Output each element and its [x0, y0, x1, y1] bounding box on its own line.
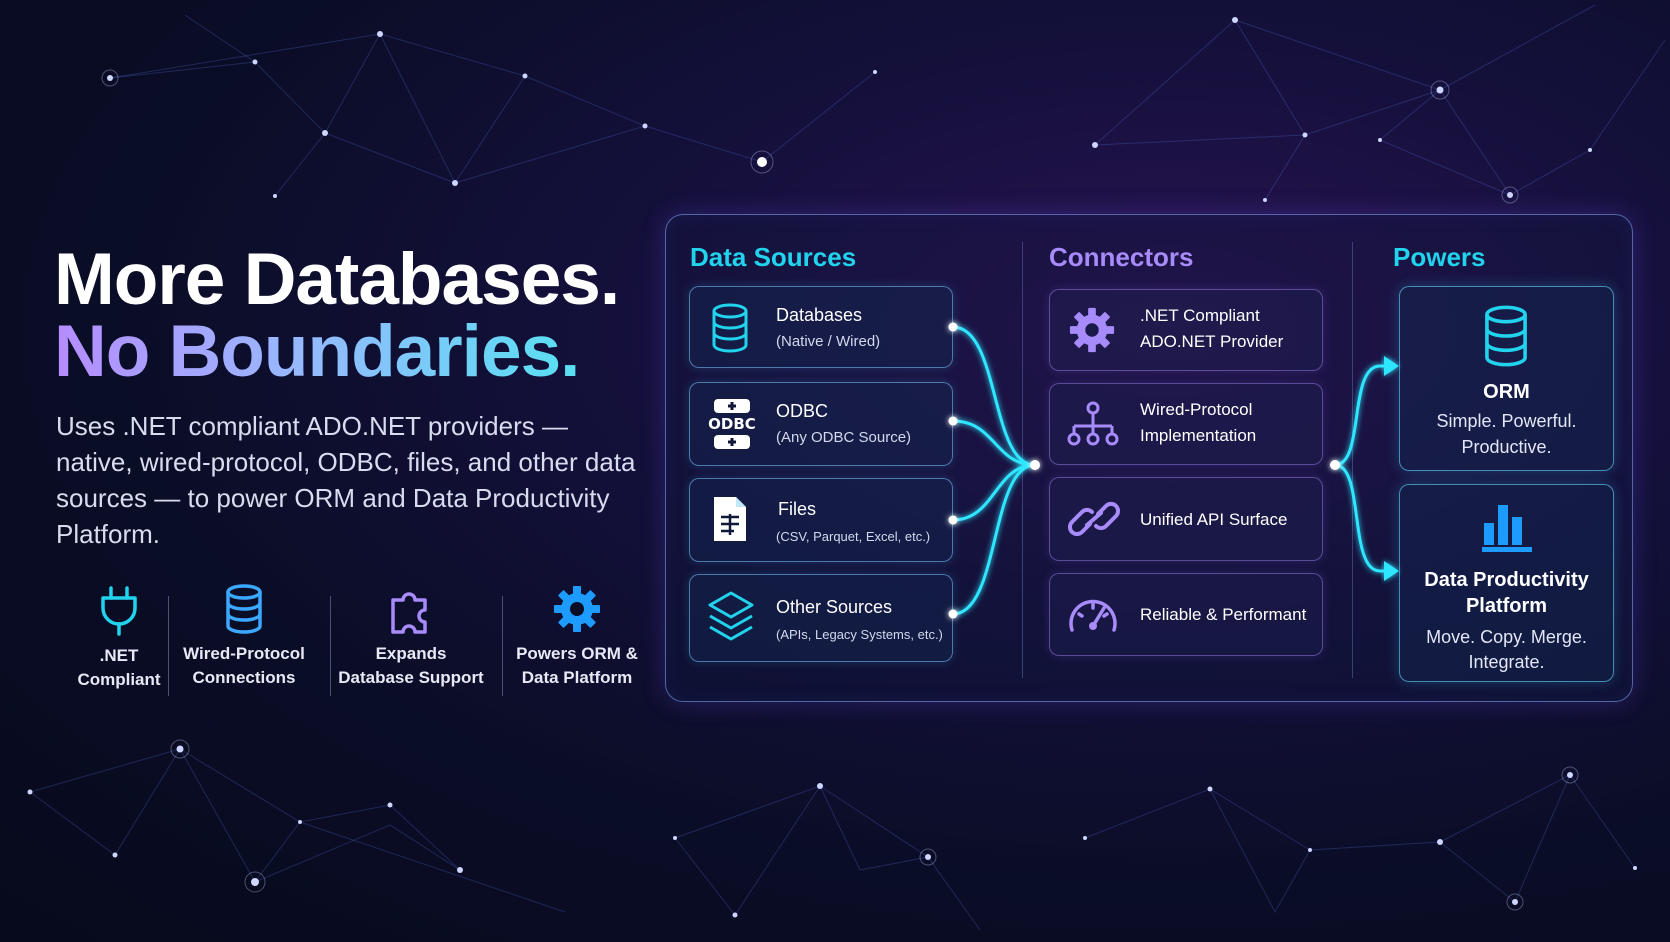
- source-card-files: Files (CSV, Parquet, Excel, etc.): [689, 478, 953, 562]
- plug-icon: [101, 586, 137, 636]
- feature-row: .NET Compliant Wired-Protocol Connection…: [44, 584, 664, 704]
- power-subtitle-line-1: Move. Copy. Merge.: [1426, 627, 1587, 647]
- source-title: Databases: [776, 305, 863, 325]
- connector-card-unified-api: Unified API Surface: [1049, 477, 1323, 561]
- connector-line-1: Wired-Protocol: [1140, 400, 1253, 419]
- column-title-connectors: Connectors: [1049, 242, 1194, 272]
- feature-divider: [330, 596, 331, 696]
- link-icon: [1068, 501, 1120, 537]
- power-subtitle-line-2: Productive.: [1461, 437, 1552, 457]
- feature-label-line-2: Compliant: [77, 670, 161, 689]
- feature-label-line-2: Connections: [192, 668, 296, 687]
- power-title-line-2: Platform: [1465, 595, 1548, 617]
- feature-label-line-2: Database Support: [338, 668, 484, 687]
- power-card-orm: ORM Simple. Powerful. Productive.: [1399, 286, 1614, 471]
- layers-icon: [708, 591, 754, 641]
- feature-label-line-1: Expands: [375, 644, 447, 663]
- headline: More Databases. No Boundaries.: [54, 239, 620, 388]
- database-icon: [226, 584, 262, 634]
- connector-card-reliable: Reliable & Performant: [1049, 573, 1323, 656]
- source-subtitle: (APIs, Legacy Systems, etc.): [776, 627, 943, 642]
- feature-powers-orm: Powers ORM & Data Platform: [502, 584, 652, 690]
- column-title-powers: Powers: [1393, 242, 1486, 272]
- file-icon: [714, 497, 746, 541]
- connector-line-1: Reliable & Performant: [1140, 605, 1307, 624]
- feature-label-line-1: .NET: [99, 646, 139, 665]
- feature-label-line-2: Data Platform: [521, 668, 633, 687]
- connector-line-2: Implementation: [1140, 426, 1257, 445]
- odbc-icon: ODBC: [708, 399, 756, 449]
- headline-line-1: More Databases.: [54, 239, 620, 320]
- database-icon: [712, 303, 748, 353]
- source-subtitle: (Any ODBC Source): [776, 429, 912, 446]
- column-divider: [1352, 242, 1353, 678]
- feature-expands-support: Expands Database Support: [336, 584, 486, 690]
- power-subtitle-line-2: Integrate.: [1468, 652, 1545, 672]
- source-card-other: Other Sources (APIs, Legacy Systems, etc…: [689, 574, 953, 662]
- headline-line-2: No Boundaries.: [54, 315, 619, 388]
- feature-label-line-1: Powers ORM &: [516, 644, 638, 663]
- feature-wired-protocol: Wired-Protocol Connections: [169, 584, 319, 690]
- connector-line-1: Unified API Surface: [1140, 510, 1288, 529]
- feature-divider: [168, 596, 169, 696]
- column-title-data-sources: Data Sources: [690, 242, 857, 272]
- database-icon: [1485, 305, 1527, 367]
- gear-icon: [1069, 307, 1115, 353]
- speedometer-icon: [1069, 599, 1117, 632]
- source-card-databases: Databases (Native / Wired): [689, 286, 953, 368]
- source-title: ODBC: [776, 401, 829, 421]
- connector-card-wired-protocol: Wired-Protocol Implementation: [1049, 383, 1323, 465]
- source-subtitle: (Native / Wired): [776, 333, 881, 350]
- power-title: ORM: [1483, 381, 1530, 403]
- source-title: Files: [778, 499, 817, 519]
- column-divider: [1022, 242, 1023, 678]
- puzzle-icon: [391, 592, 427, 634]
- source-card-odbc: ODBC ODBC (Any ODBC Source): [689, 382, 953, 466]
- network-icon: [1067, 401, 1119, 446]
- power-card-data-platform: Data Productivity Platform Move. Copy. M…: [1399, 484, 1614, 682]
- feature-divider: [502, 596, 503, 696]
- connector-line-1: .NET Compliant: [1140, 306, 1260, 325]
- svg-text:ODBC: ODBC: [708, 415, 756, 433]
- power-subtitle-line-1: Simple. Powerful.: [1436, 411, 1577, 431]
- architecture-panel: [665, 214, 1633, 702]
- power-title-line-1: Data Productivity: [1424, 569, 1589, 591]
- description: Uses .NET compliant ADO.NET providers — …: [56, 411, 636, 549]
- source-title: Other Sources: [776, 597, 893, 617]
- connector-line-2: ADO.NET Provider: [1140, 332, 1284, 351]
- feature-net-compliant: .NET Compliant: [44, 584, 194, 692]
- connector-card-ado-net: .NET Compliant ADO.NET Provider: [1049, 289, 1323, 371]
- bar-chart-icon: [1482, 505, 1532, 552]
- feature-label-line-1: Wired-Protocol: [183, 644, 305, 663]
- gear-icon: [554, 586, 600, 632]
- source-subtitle: (CSV, Parquet, Excel, etc.): [776, 529, 931, 544]
